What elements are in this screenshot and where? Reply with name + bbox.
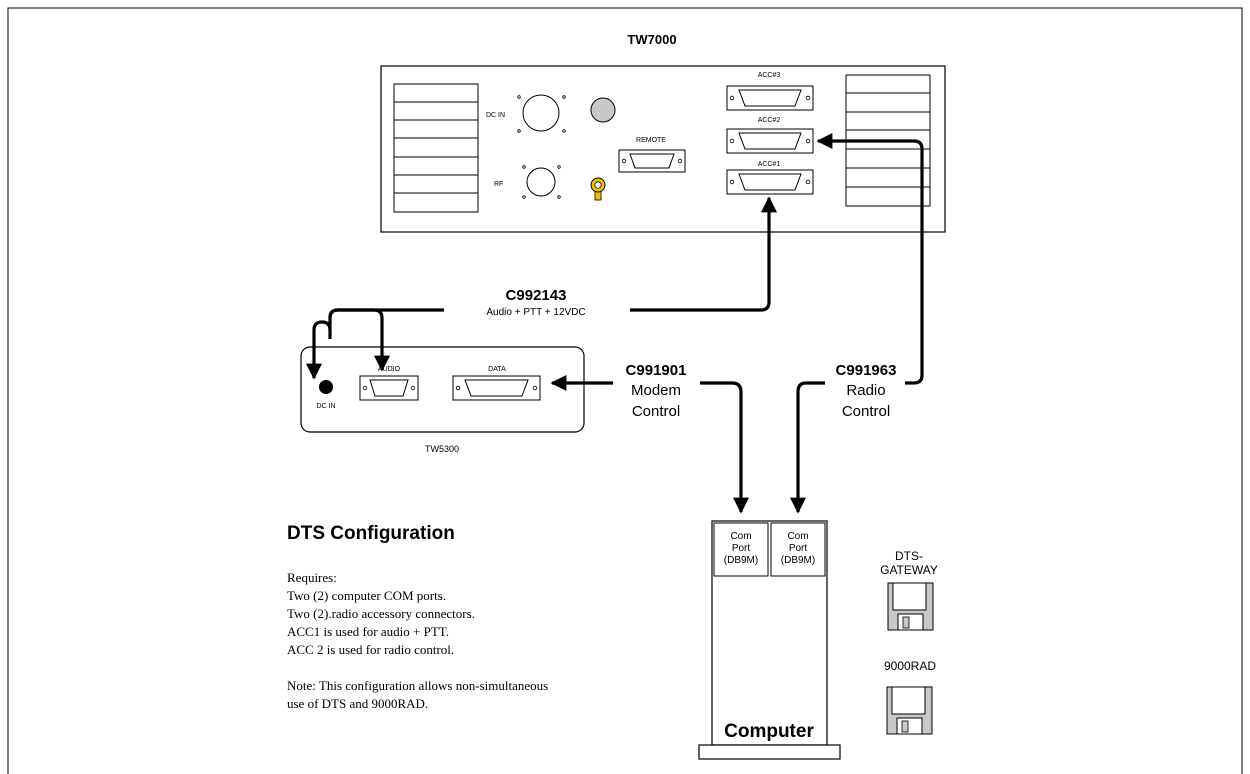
computer-base [698, 744, 841, 760]
cable-c992143-modem-trunk [328, 308, 444, 339]
modem-name: TW5300 [425, 444, 459, 454]
com-port-2-line1: Com [787, 531, 808, 542]
radio-dc-in-connector [517, 94, 566, 133]
config-note-line-2: use of DTS and 9000RAD. [287, 696, 428, 711]
cable-c991963-part: C991963 [836, 362, 897, 379]
cable-c992143-dcin-branch [306, 320, 332, 380]
cable-c991963-radio-side [816, 133, 924, 385]
config-line-5: ACC 2 is used for radio control. [287, 642, 454, 657]
dts-gateway-label-line2: GATEWAY [880, 563, 938, 577]
modem-chassis [300, 346, 585, 433]
com-port-2-line2: Port [789, 543, 808, 554]
radio-acc1-connector [726, 169, 814, 195]
dts-gateway-floppy-icon [887, 582, 934, 631]
cable-c992143-radio-side [630, 196, 777, 312]
radio-dc-in-label: DC IN [486, 112, 505, 119]
rad-floppy-icon [886, 686, 933, 735]
config-line-1: Requires: [287, 570, 337, 585]
config-note-line-1: Note: This configuration allows non-simu… [287, 678, 548, 693]
radio-title: TW7000 [627, 32, 676, 47]
radio-acc3-label: ACC#3 [758, 72, 781, 79]
cable-c991963-line1: Radio [846, 382, 885, 399]
modem-data-label: DATA [488, 366, 506, 373]
computer-com-port-1 [713, 522, 769, 577]
modem-audio-connector [359, 375, 419, 401]
radio-rf-label: RF [494, 181, 503, 188]
radio-remote-connector [618, 149, 686, 173]
radio-heatsink-left [393, 83, 479, 213]
radio-acc3-connector [726, 85, 814, 111]
modem-dc-in-jack [319, 380, 333, 394]
config-heading: DTS Configuration [287, 523, 455, 544]
radio-acc2-label: ACC#2 [758, 117, 781, 124]
modem-dc-in-label: DC IN [316, 403, 335, 410]
computer: Com Port (DB9M) Com Port (DB9M) Computer [698, 520, 841, 760]
ground-ring-icon [590, 177, 606, 201]
com-port-2-line3: (DB9M) [781, 555, 815, 566]
tw5300-modem: DC IN AUDIO DATA [300, 346, 585, 433]
cable-c991901-part: C991901 [626, 362, 687, 379]
dts-gateway-label-line1: DTS- [895, 549, 923, 563]
com-port-1-line1: Com [730, 531, 751, 542]
computer-com-port-2 [770, 522, 826, 577]
page-frame [7, 7, 1243, 774]
config-line-3: Two (2).radio accessory connectors. [287, 606, 475, 621]
radio-remote-label: REMOTE [636, 137, 666, 144]
com-port-1-line3: (DB9M) [724, 555, 758, 566]
cable-c991901-computer-side [700, 381, 749, 514]
radio-acc2-connector [726, 128, 814, 154]
radio-rf-connector [522, 165, 561, 199]
cable-c991963-line2: Control [842, 403, 890, 420]
cable-c991963-computer-side [790, 381, 825, 514]
tw7000-radio: DC IN RF REMOTE [380, 65, 946, 233]
config-line-4: ACC1 is used for audio + PTT. [287, 624, 449, 639]
config-line-2: Two (2) computer COM ports. [287, 588, 446, 603]
cable-c991901-line2: Control [632, 403, 680, 420]
modem-data-connector [452, 375, 541, 401]
computer-label: Computer [724, 721, 814, 742]
radio-knob [590, 97, 616, 123]
radio-acc1-label: ACC#1 [758, 161, 781, 168]
cable-c992143-part: C992143 [506, 287, 567, 304]
cable-c992143-audio-branch [328, 308, 390, 372]
cable-c992143-desc: Audio + PTT + 12VDC [486, 307, 585, 318]
cable-c991901-line1: Modem [631, 382, 681, 399]
com-port-1-line2: Port [732, 543, 751, 554]
rad-label: 9000RAD [884, 659, 936, 673]
